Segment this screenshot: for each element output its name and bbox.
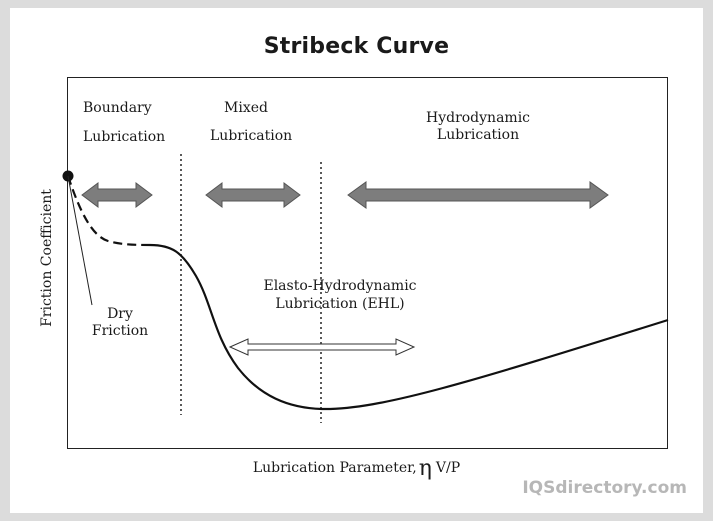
- ehl-label-line2: Lubrication (EHL): [275, 296, 405, 312]
- dry-friction-curve-dashed: [66, 175, 151, 247]
- mixed-label-line1: Mixed: [224, 100, 268, 116]
- watermark-logo: IQSdirectory.com: [522, 478, 687, 498]
- ehl-label-line1: Elasto-Hydrodynamic: [263, 278, 417, 294]
- mixed-arrow: [205, 182, 301, 208]
- hydrodynamic-label-line1: Hydrodynamic: [425, 110, 531, 126]
- boundary-label-line2: Lubrication: [83, 129, 166, 145]
- dry-friction-leader: [67, 175, 93, 306]
- plot-frame: [67, 77, 668, 449]
- stribeck-curve: [149, 243, 669, 411]
- diagram-title: Stribeck Curve: [263, 34, 450, 59]
- dry-friction-label-line1: Dry: [107, 306, 133, 322]
- boundary-label-line1: Boundary: [83, 100, 152, 116]
- x-axis-label-prefix: Lubrication Parameter,: [252, 460, 417, 476]
- boundary-arrow: [81, 182, 153, 208]
- figure-card: [10, 8, 703, 513]
- y-axis-label: Friction Coefficient: [39, 189, 55, 327]
- x-axis-label-suffix: V/P: [435, 460, 461, 476]
- hydrodynamic-arrow: [347, 181, 609, 209]
- mixed-label-line2: Lubrication: [210, 128, 293, 144]
- eta-symbol: η: [418, 456, 432, 481]
- dry-friction-label-line2: Friction: [91, 323, 149, 339]
- hydrodynamic-label-line2: Lubrication: [436, 127, 520, 143]
- ehl-arrow: [228, 338, 416, 356]
